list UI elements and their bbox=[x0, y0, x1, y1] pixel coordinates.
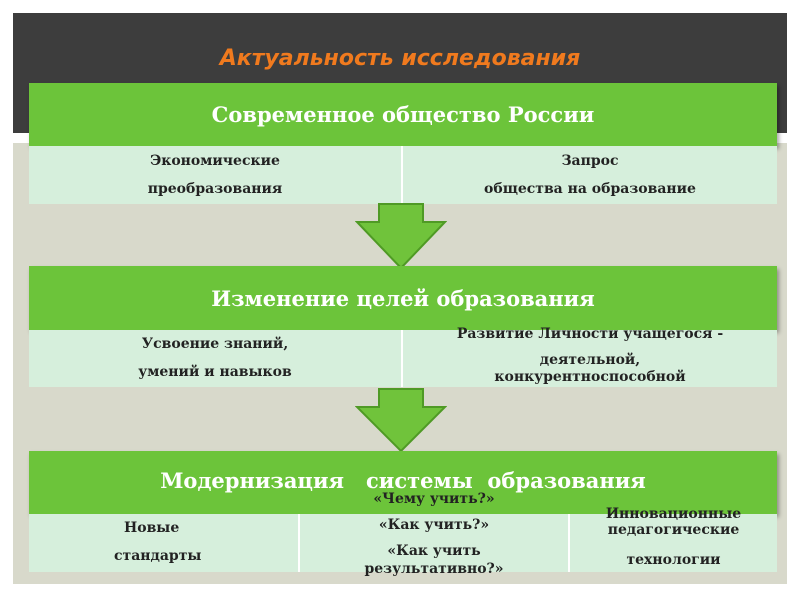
cell-text-line: «Как учить?» bbox=[378, 517, 490, 533]
cell-innovative-technologies: Инновационные педагогические технологии bbox=[570, 506, 777, 572]
arrow-down-icon bbox=[355, 203, 447, 270]
arrow-down-icon bbox=[355, 388, 447, 453]
cell-new-standards: Новые стандарты bbox=[29, 514, 300, 572]
cell-text-line: Усвоение знаний, bbox=[141, 336, 289, 352]
cell-text-line: Новые bbox=[124, 520, 180, 536]
row-education-goals: Усвоение знаний, умений и навыков Развит… bbox=[29, 326, 777, 387]
cell-text-line: Запрос bbox=[561, 153, 619, 169]
cell-knowledge-skills: Усвоение знаний, умений и навыков bbox=[29, 330, 403, 387]
cell-text-line: общества на образование bbox=[484, 181, 696, 197]
header-modern-society-label: Современное общество России bbox=[211, 102, 595, 127]
header-modernization-label: Модернизация системы образования bbox=[160, 468, 646, 493]
cell-economic-transformations: Экономические преобразования bbox=[29, 146, 403, 204]
cell-text-line: педагогические bbox=[607, 522, 740, 538]
cell-text-line: «Как учить bbox=[387, 543, 481, 559]
cell-personality-development: Развитие Личности учащегося - деятельной… bbox=[403, 322, 777, 387]
cell-text-line: результативно?» bbox=[364, 561, 504, 577]
cell-text-line: Экономические bbox=[150, 153, 280, 169]
header-education-goals-label: Изменение целей образования bbox=[211, 285, 595, 311]
cell-text-line: стандарты bbox=[114, 548, 202, 564]
row-modern-society: Экономические преобразования Запрос обще… bbox=[29, 146, 777, 204]
header-modern-society: Современное общество России bbox=[29, 83, 777, 146]
cell-text-line: технологии bbox=[626, 552, 721, 568]
cell-text-line: Развитие Личности учащегося - bbox=[456, 326, 724, 342]
cell-teaching-questions: «Чему учить?» «Как учить?» «Как учить ре… bbox=[300, 491, 570, 577]
cell-society-request: Запрос общества на образование bbox=[403, 146, 777, 204]
cell-text-line: Инновационные bbox=[605, 506, 742, 522]
cell-text-line: конкурентноспособной bbox=[494, 369, 686, 385]
cell-text-line: преобразования bbox=[147, 181, 283, 197]
row-modernization: Новые стандарты «Чему учить?» «Как учить… bbox=[29, 491, 777, 577]
cell-text-line: «Чему учить?» bbox=[373, 491, 495, 507]
cell-text-line: деятельной, bbox=[539, 352, 641, 368]
cell-text-line: умений и навыков bbox=[138, 364, 292, 380]
header-education-goals: Изменение целей образования bbox=[29, 266, 777, 330]
slide-title: Актуальность исследования bbox=[219, 46, 581, 71]
header-modernization: Модернизация системы образования bbox=[29, 451, 777, 514]
